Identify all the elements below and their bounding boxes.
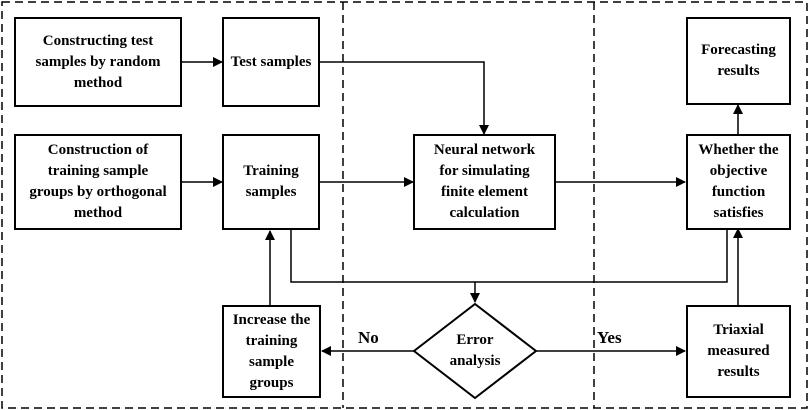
- error-analysis-text: Error analysis: [420, 309, 530, 393]
- construction-training-groups-label: Construction of training sample groups b…: [29, 142, 167, 221]
- neural-network-label: Neural network for simulating finite ele…: [433, 142, 536, 221]
- error-analysis-diamond: [412, 302, 538, 400]
- triaxial-measured-label: Triaxial measured results: [707, 322, 770, 380]
- yes-edge-label: Yes: [597, 328, 622, 347]
- neural-network-box: Neural network for simulating finite ele…: [413, 134, 556, 230]
- constructing-test-samples-label: Constructing test samples by random meth…: [35, 32, 161, 91]
- no-edge-label: No: [358, 328, 379, 347]
- test-samples-label: Test samples: [230, 53, 312, 70]
- forecasting-results-label: Forecasting results: [701, 42, 776, 79]
- training-samples-box: Training samples: [222, 134, 320, 230]
- training-samples-label: Training samples: [243, 163, 299, 200]
- edge-training-samples-to-error-analysis: [290, 230, 480, 303]
- triaxial-measured-box: Triaxial measured results: [686, 305, 791, 398]
- constructing-test-samples-box: Constructing test samples by random meth…: [14, 17, 182, 107]
- objective-function-label: Whether the objective function satisfies: [698, 142, 779, 221]
- construction-training-groups-box: Construction of training sample groups b…: [14, 134, 182, 230]
- increase-training-groups-label: Increase the training sample groups: [232, 311, 311, 391]
- forecasting-results-box: Forecasting results: [686, 17, 791, 105]
- edge-test-samples-to-neural-network: [320, 61, 489, 135]
- error-analysis-label: Error analysis: [449, 332, 501, 369]
- test-samples-box: Test samples: [222, 17, 320, 107]
- objective-function-box: Whether the objective function satisfies: [686, 134, 791, 230]
- increase-training-groups-box: Increase the training sample groups: [222, 305, 321, 398]
- edge-objective-to-error-analysis: [475, 229, 728, 283]
